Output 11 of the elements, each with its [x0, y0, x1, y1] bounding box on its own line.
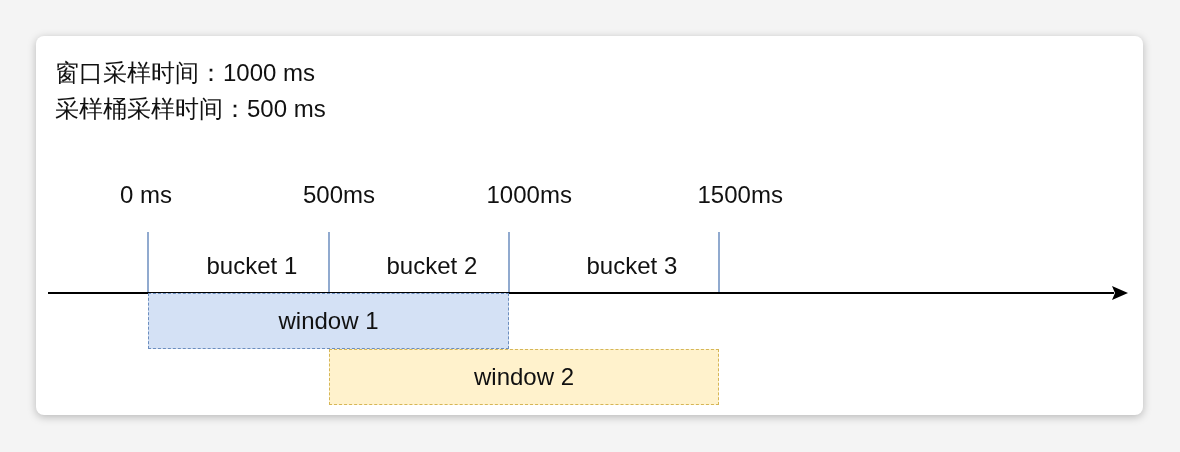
bucket-label: bucket 2 — [386, 252, 478, 280]
bucket-label: bucket 3 — [586, 252, 678, 280]
caption-text: 窗口采样时间：1000 ms — [55, 59, 316, 87]
window-box: window 2 — [329, 349, 719, 405]
tick-label: 500ms — [303, 181, 376, 209]
caption-text: 采样桶采样时间：500 ms — [55, 95, 326, 123]
tick-label: 0 ms — [120, 181, 172, 209]
bucket-label: bucket 1 — [206, 252, 298, 280]
window-box: window 1 — [148, 293, 509, 349]
tick-label: 1500ms — [697, 181, 783, 209]
tick-label: 1000ms — [486, 181, 572, 209]
